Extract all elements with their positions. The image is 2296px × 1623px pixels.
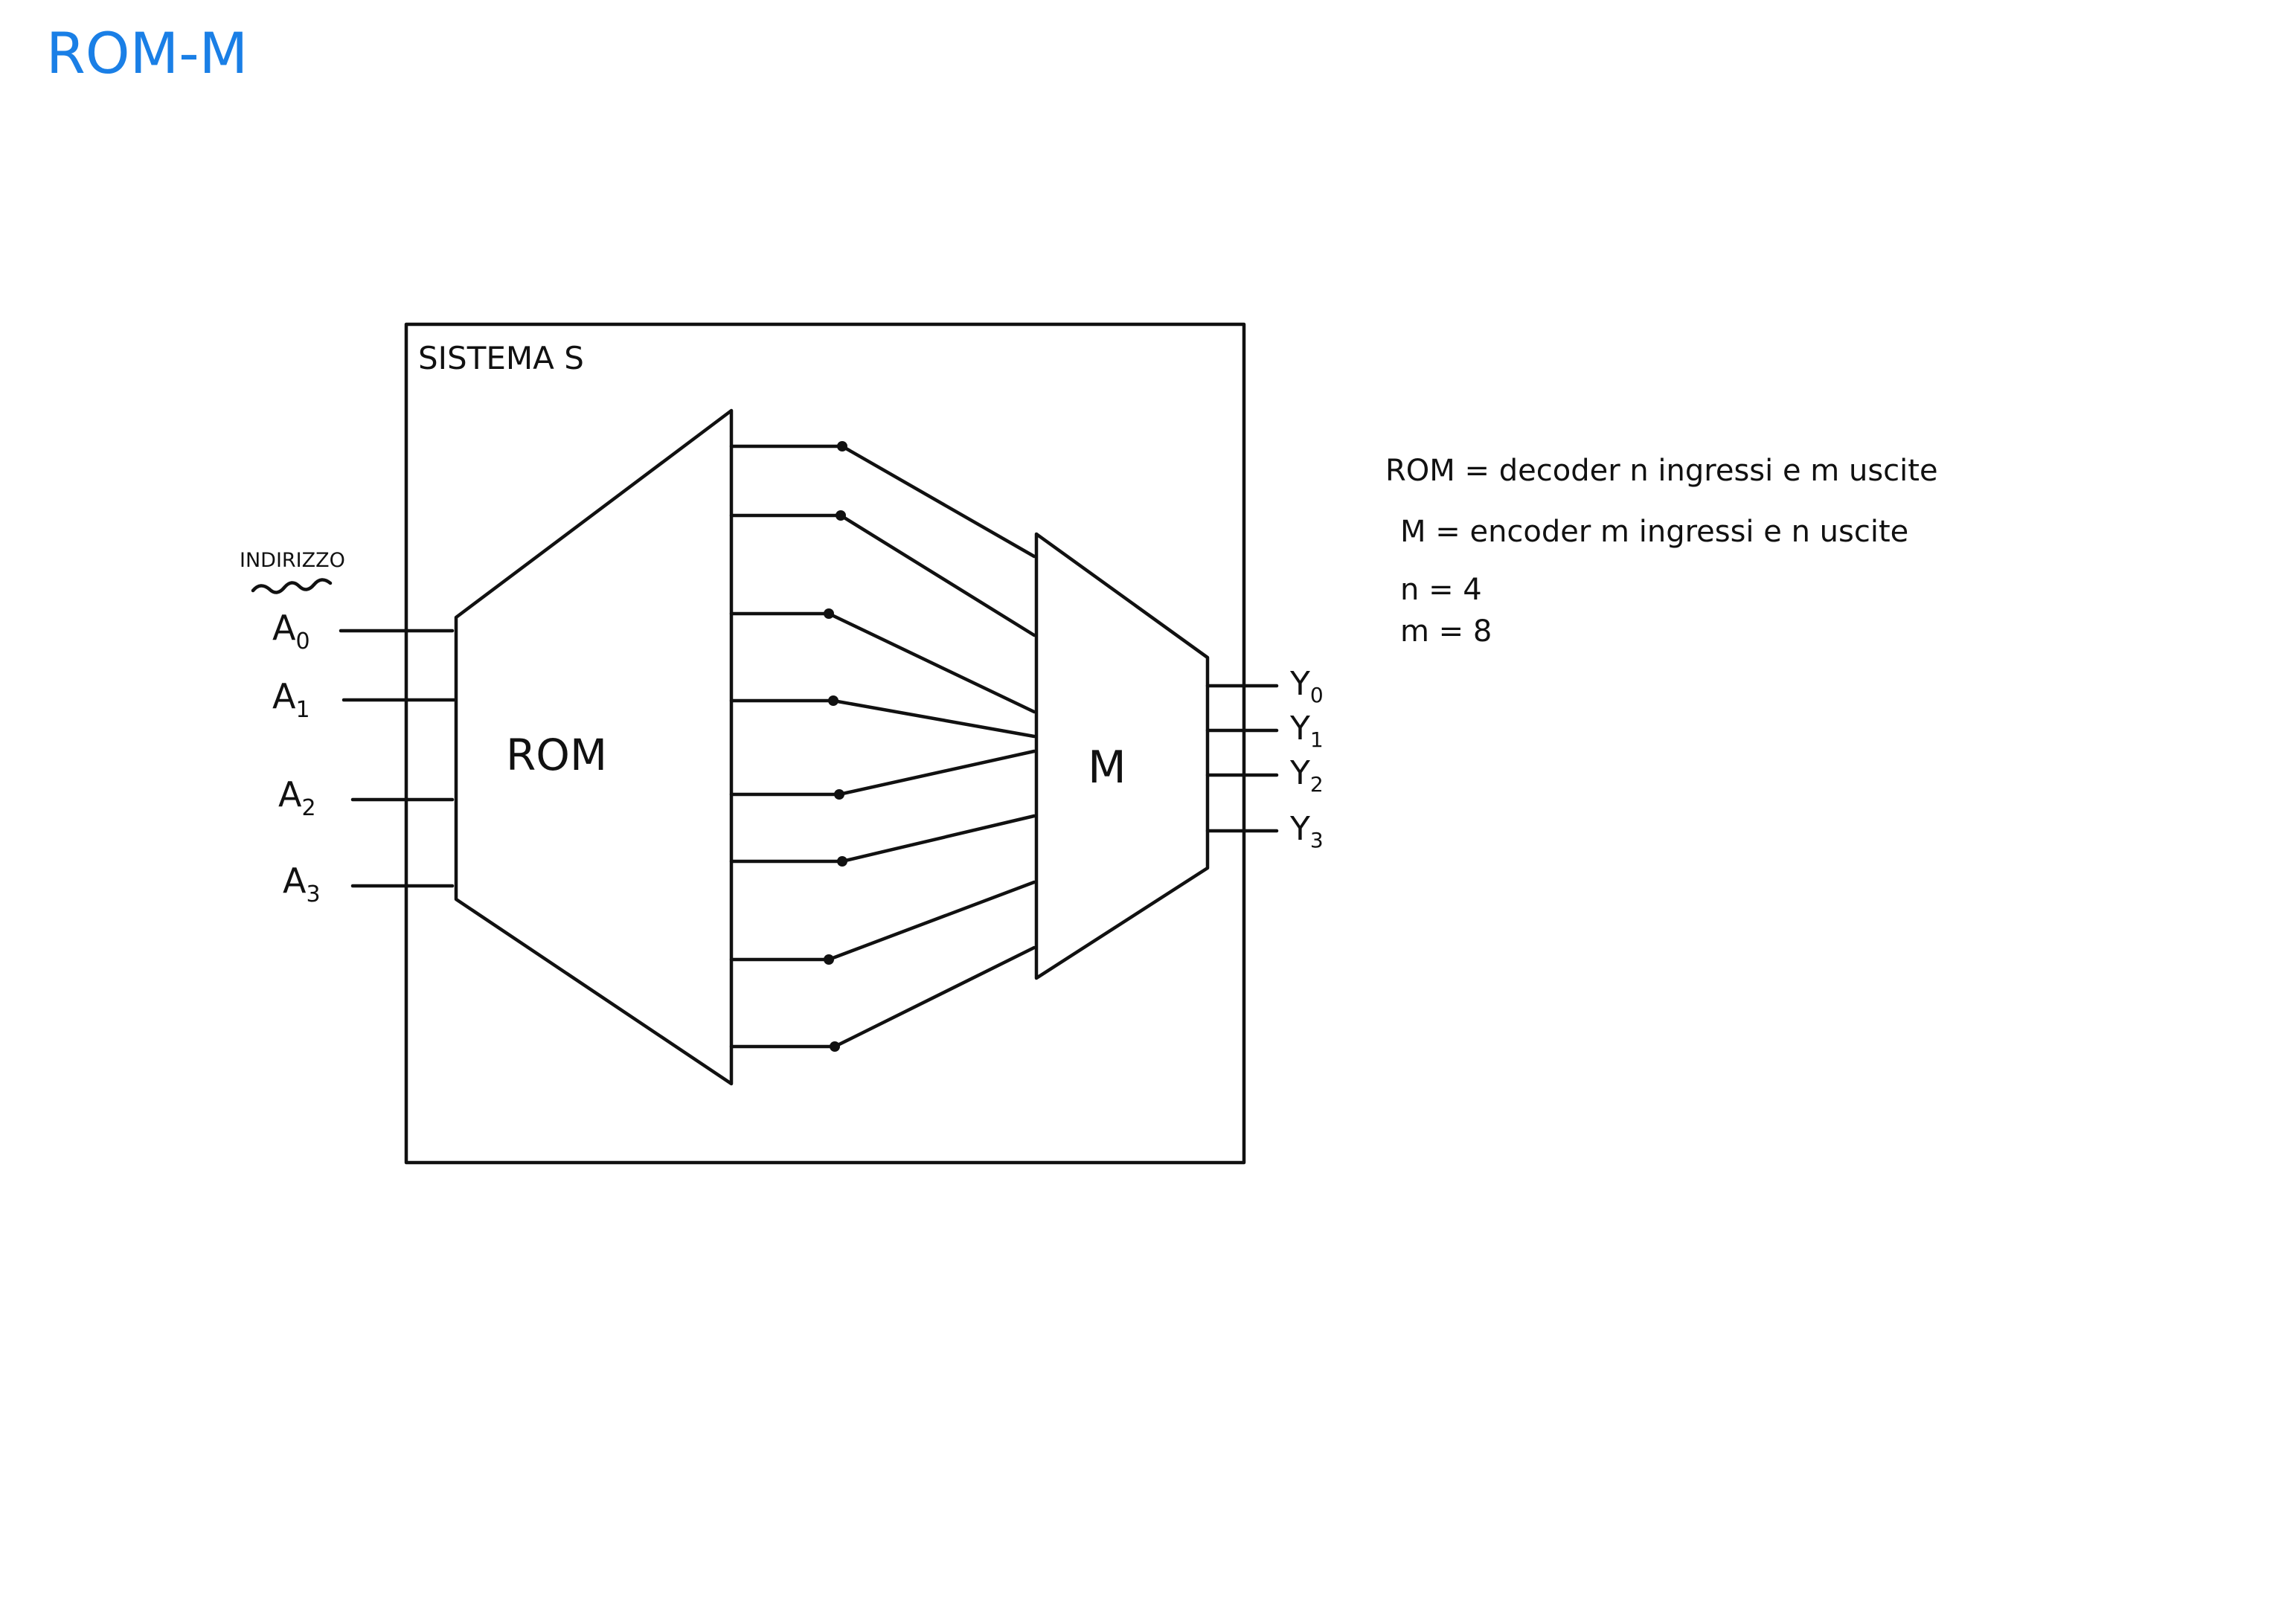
input-header: INDIRIZZO: [240, 549, 345, 572]
svg-text:A0: A0: [272, 608, 310, 655]
svg-text:Y3: Y3: [1289, 810, 1324, 852]
output-y0-sub: 0: [1310, 683, 1324, 707]
svg-text:Y1: Y1: [1289, 710, 1324, 752]
rom-block: [454, 408, 734, 1086]
rom-to-m-wires: [729, 441, 1036, 1052]
input-a2: A2: [278, 774, 455, 821]
output-y0-name: Y: [1289, 665, 1310, 703]
output-y0: Y0: [1205, 665, 1324, 707]
note-rom-definition: ROM = decoder n ingressi e m uscite: [1385, 454, 1938, 488]
junction-dot: [837, 441, 847, 451]
wire-6: [729, 880, 1036, 965]
svg-text:Y2: Y2: [1289, 754, 1324, 797]
svg-text:Y0: Y0: [1289, 665, 1324, 707]
wire-0: [729, 441, 1036, 559]
m-block: [1034, 532, 1210, 980]
input-a1-name: A: [272, 676, 296, 716]
note-m-value: m = 8: [1400, 614, 1492, 649]
junction-dot: [834, 789, 844, 800]
wire-7: [729, 945, 1036, 1052]
notes: ROM = decoder n ingressi e m uscite M = …: [1385, 454, 1938, 649]
output-y1: Y1: [1205, 710, 1324, 752]
output-y3-name: Y: [1289, 810, 1310, 848]
svg-text:A3: A3: [283, 861, 321, 907]
note-m-definition: M = encoder m ingressi e n uscite: [1400, 515, 1908, 549]
svg-text:A1: A1: [272, 676, 310, 723]
rom-label: ROM: [506, 730, 607, 780]
output-y2-name: Y: [1289, 754, 1310, 792]
input-a0-sub: 0: [295, 629, 310, 655]
input-a3-sub: 3: [306, 881, 320, 907]
note-n-value: n = 4: [1400, 573, 1482, 607]
junction-dot: [837, 856, 847, 867]
system-label: SISTEMA S: [418, 340, 584, 376]
wire-1: [729, 510, 1036, 637]
junction-dot: [824, 954, 834, 965]
input-a0: A0: [272, 608, 455, 655]
page-title: ROM-M: [46, 20, 248, 86]
tilde-brace-icon: [251, 578, 333, 594]
input-a1-sub: 1: [295, 697, 310, 723]
input-a0-name: A: [272, 608, 296, 648]
output-y1-sub: 1: [1310, 727, 1324, 752]
svg-text:A2: A2: [278, 774, 316, 821]
junction-dot: [824, 608, 834, 619]
junction-dot: [828, 695, 838, 706]
input-a3: A3: [283, 861, 455, 907]
wire-3: [729, 695, 1036, 739]
input-a1: A1: [272, 676, 456, 723]
junction-dot: [830, 1041, 840, 1052]
output-y2: Y2: [1205, 754, 1324, 797]
input-a2-name: A: [278, 774, 302, 814]
input-a3-name: A: [283, 861, 307, 901]
wire-5: [729, 814, 1036, 867]
system-box: [404, 322, 1246, 1165]
output-y3-sub: 3: [1310, 828, 1324, 852]
wire-4: [729, 749, 1036, 800]
output-y1-name: Y: [1289, 710, 1310, 748]
output-y3: Y3: [1205, 810, 1324, 852]
output-y2-sub: 2: [1310, 772, 1324, 797]
m-label: M: [1088, 742, 1126, 794]
wire-2: [729, 608, 1036, 714]
input-a2-sub: 2: [301, 795, 315, 821]
junction-dot: [836, 510, 846, 521]
